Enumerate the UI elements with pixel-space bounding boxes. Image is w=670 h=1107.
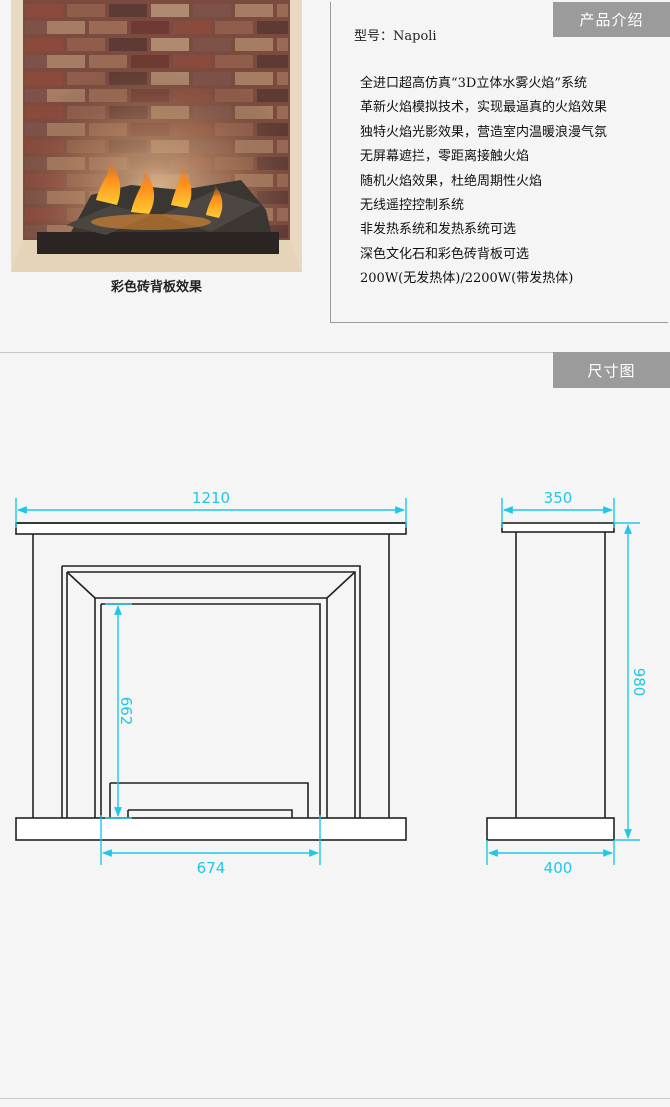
feature-item: 全进口超高仿真“3D立体水雾火焰”系统 bbox=[360, 76, 587, 91]
dim-overall-width: 1210 bbox=[192, 489, 230, 507]
feature-list: 全进口超高仿真“3D立体水雾火焰”系统 革新火焰模拟技术，实现最逼真的火焰效果 … bbox=[360, 72, 607, 292]
feature-item: 非发热系统和发热系统可选 bbox=[360, 222, 517, 238]
feature-item: 随机火焰效果，杜绝周期性火焰 bbox=[360, 173, 543, 189]
photo-caption: 彩色砖背板效果 bbox=[110, 280, 202, 295]
front-view-drawing bbox=[15, 522, 407, 841]
dim-depth-top: 350 bbox=[544, 489, 573, 507]
intro-panel bbox=[330, 2, 668, 323]
tab-dimensions: 尺寸图 bbox=[553, 352, 670, 388]
dimension-diagram: 1210 674 662 350 400 980 bbox=[15, 489, 648, 877]
dim-opening-width: 674 bbox=[197, 859, 226, 877]
bottom-divider bbox=[0, 1098, 670, 1099]
feature-item: 无线遥控控制系统 bbox=[360, 198, 465, 214]
feature-item: 深色文化石和彩色砖背板可选 bbox=[360, 246, 530, 262]
feature-item: 200W(无发热体)/2200W(带发热体) bbox=[360, 271, 574, 287]
dim-overall-height: 980 bbox=[630, 668, 648, 697]
dimension-lines bbox=[15, 498, 640, 865]
section-divider bbox=[0, 352, 670, 353]
model-line: 型号：Napoli bbox=[354, 29, 437, 44]
dim-opening-height: 662 bbox=[117, 697, 135, 726]
feature-item: 独特火焰光影效果，营造室内温暖浪漫气氛 bbox=[360, 124, 608, 140]
dim-depth-base: 400 bbox=[544, 859, 573, 877]
feature-item: 无屏幕遮拦，零距离接触火焰 bbox=[360, 149, 530, 165]
fireplace-photo-image bbox=[11, 0, 302, 272]
tab-product-intro: 产品介绍 bbox=[553, 2, 670, 37]
feature-item: 革新火焰模拟技术，实现最逼真的火焰效果 bbox=[360, 100, 608, 116]
side-view-drawing bbox=[486, 522, 615, 841]
product-photo: 彩色砖背板效果 bbox=[11, 0, 302, 295]
